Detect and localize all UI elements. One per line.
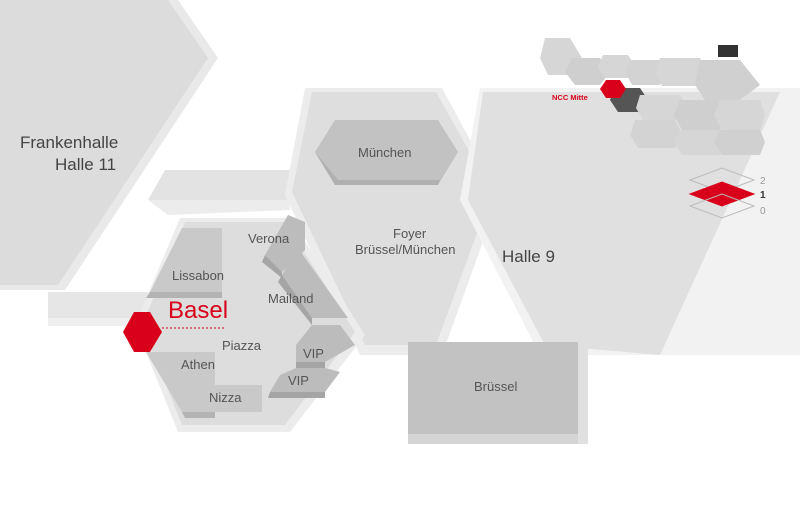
minimap-label: NCC Mitte (552, 93, 588, 102)
lissabon-label: Lissabon (172, 268, 224, 283)
room-vip-2[interactable] (268, 368, 340, 398)
room-athen[interactable] (146, 352, 215, 418)
nizza-label: Nizza (209, 390, 242, 405)
hexagon-marker-icon (123, 312, 162, 352)
level-0-plane-icon (688, 193, 756, 219)
frankenhalle-hall[interactable] (0, 0, 218, 290)
level-selector[interactable]: 2 1 0 (688, 167, 766, 219)
basel-highlight[interactable] (123, 312, 225, 352)
basel-label: Basel (168, 297, 228, 324)
level-2-label[interactable]: 2 (760, 176, 766, 187)
room-bruessel[interactable] (408, 342, 588, 444)
corridor-west (48, 292, 150, 326)
athen-label: Athen (181, 357, 215, 372)
halle9-label: Halle 9 (502, 247, 555, 266)
corridor-north (148, 170, 290, 215)
room-nizza[interactable] (200, 385, 262, 412)
mailand-label: Mailand (268, 291, 314, 306)
minimap[interactable]: NCC Mitte (540, 38, 765, 155)
foyer-label-line2: Brüssel/München (355, 242, 455, 257)
room-lissabon[interactable] (146, 228, 222, 298)
minimap-current-hexagon-icon (600, 80, 626, 98)
level-0-label[interactable]: 0 (760, 206, 766, 217)
muenchen-label: München (358, 145, 411, 160)
foyer-label: Foyer (393, 226, 427, 241)
room-muenchen[interactable] (315, 120, 458, 185)
bruessel-label: Brüssel (474, 379, 517, 394)
frankenhalle-label: Frankenhalle (20, 133, 118, 152)
room-vip-1[interactable] (296, 325, 355, 368)
halle11-label: Halle 11 (55, 155, 116, 174)
piazza-label: Piazza (222, 338, 262, 353)
vip2-label: VIP (288, 373, 309, 388)
room-mailand[interactable] (278, 248, 348, 325)
level-1-label[interactable]: 1 (760, 190, 766, 201)
verona-label: Verona (248, 231, 290, 246)
vip1-label: VIP (303, 346, 324, 361)
